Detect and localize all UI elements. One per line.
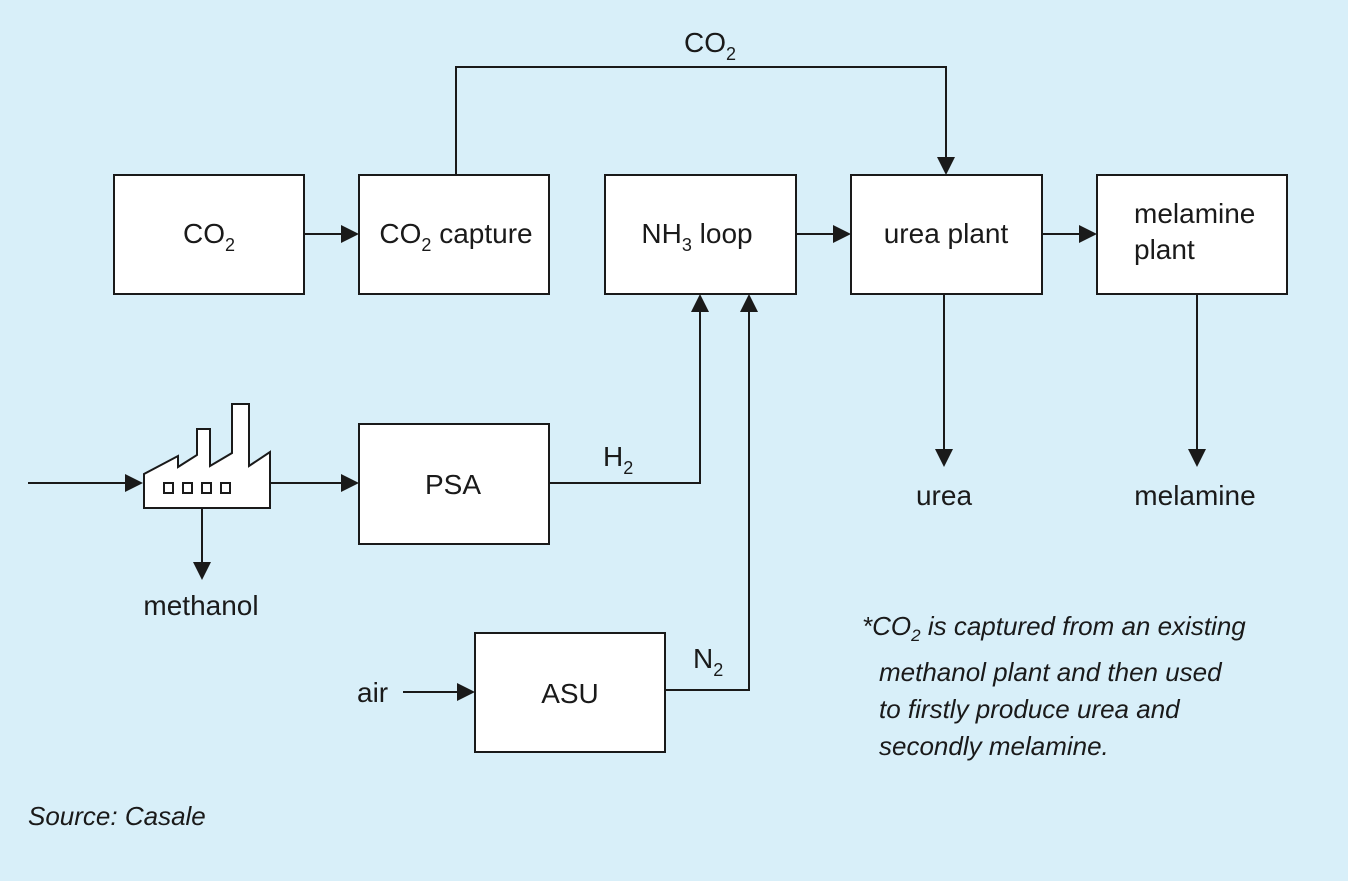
- co2-source-box: [113, 174, 305, 295]
- melamine-product-arrowhead: [1188, 449, 1206, 467]
- air-label: air: [357, 677, 388, 708]
- nh3-loop-box: [604, 174, 797, 295]
- urea-plant-box: [850, 174, 1043, 295]
- melamine-plant-label-line2: plant: [1134, 234, 1195, 265]
- n2-line: [665, 309, 750, 691]
- n2-arrowhead: [740, 294, 758, 312]
- asu-label: ASU: [541, 678, 599, 709]
- footnote-line-1: *CO2 is captured from an existing: [862, 611, 1246, 646]
- footnote-line-2: methanol plant and then used: [879, 657, 1222, 688]
- h2-line: [549, 309, 701, 484]
- urea-to-melamine-arrowhead: [1079, 225, 1097, 243]
- nh3-to-urea-arrowhead: [833, 225, 851, 243]
- psa-box: [358, 423, 550, 545]
- co2-source-label: CO2: [183, 218, 235, 255]
- methanol-arrowhead: [193, 562, 211, 580]
- co2-capture-box: [358, 174, 550, 295]
- co2-recycle-arrowhead: [937, 157, 955, 175]
- feed-arrowhead: [125, 474, 143, 492]
- air-arrowhead: [457, 683, 475, 701]
- h2-arrowhead: [691, 294, 709, 312]
- co2-recycle-label: CO2: [684, 27, 736, 64]
- n2-label: N2: [693, 643, 723, 680]
- co2-to-capture-arrowhead: [341, 225, 359, 243]
- h2-label: H2: [603, 441, 633, 478]
- footnote: *CO2 is captured from an existing methan…: [862, 608, 1332, 765]
- psa-label: PSA: [425, 469, 481, 500]
- methanol-label: methanol: [143, 590, 258, 621]
- source-credit: Source: Casale: [28, 801, 206, 831]
- urea-product-label: urea: [916, 480, 972, 511]
- footnote-line-4: secondly melamine.: [879, 731, 1109, 762]
- factory-to-psa-arrowhead: [341, 474, 359, 492]
- urea-product-arrowhead: [935, 449, 953, 467]
- co2-recycle-line: [455, 66, 947, 175]
- melamine-plant-box: [1096, 174, 1288, 295]
- nh3-loop-label: NH3 loop: [641, 218, 752, 255]
- melamine-plant-label-line1: melamine: [1134, 198, 1255, 229]
- melamine-product-label: melamine: [1134, 480, 1255, 511]
- footnote-line-3: to firstly produce urea and: [879, 694, 1180, 725]
- asu-box: [474, 632, 666, 753]
- co2-capture-label: CO2 capture: [379, 218, 532, 255]
- urea-plant-label: urea plant: [884, 218, 1009, 249]
- factory-icon: [143, 403, 271, 509]
